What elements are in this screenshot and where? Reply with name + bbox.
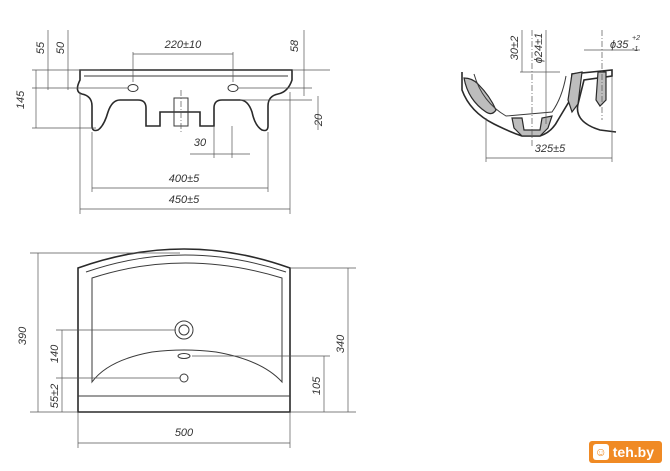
bowl-wall-bottom — [511, 115, 553, 137]
tap-hole-right — [227, 84, 239, 92]
dim-340: 340 — [290, 267, 356, 413]
dim-500: 500 — [77, 412, 291, 448]
dim-145: 145 — [15, 70, 96, 129]
dim-left-55-50: 55 50 — [32, 30, 128, 90]
dim-325: 325±5 — [485, 76, 613, 162]
drain-circle-inner — [178, 324, 190, 336]
dim-phi35-sup-top: +2 — [632, 35, 640, 42]
dim-340-label: 340 — [335, 334, 347, 353]
top-view-bowl — [91, 262, 283, 384]
dim-450: 450±5 — [79, 92, 291, 214]
dim-58-label: 58 — [289, 39, 301, 52]
dim-phi35-label: ϕ35 — [610, 39, 629, 51]
watermark-logo-icon: ☺ — [592, 444, 609, 460]
dim-55-top-label: 55±2 — [49, 384, 61, 408]
top-view: 390 140 55±2 340 105 — [17, 248, 356, 448]
tap-hole — [179, 373, 189, 383]
side-section-outline — [461, 69, 617, 137]
overflow-slot — [177, 353, 191, 359]
dim-55-label: 55 — [35, 41, 47, 54]
side-section-view: 30±2 ϕ24±1 ϕ35 +2 -1 325±5 — [461, 30, 640, 162]
tap-hole-left — [127, 84, 139, 92]
front-view-outline — [76, 69, 293, 132]
overflow-wall — [567, 71, 583, 114]
dim-105: 105 — [192, 355, 330, 412]
dim-30-front: 30 — [190, 126, 250, 158]
dim-390-label: 390 — [17, 326, 29, 345]
tap-wall — [595, 71, 607, 107]
dim-140: 140 — [49, 329, 180, 379]
dim-145-label: 145 — [15, 90, 27, 109]
watermark-text: teh.by — [612, 444, 654, 460]
dim-400: 400±5 — [91, 132, 269, 192]
bowl-wall-left — [463, 77, 497, 115]
watermark: ☺ teh.by — [588, 441, 662, 463]
dim-400-label: 400±5 — [169, 173, 200, 185]
dim-phi35: ϕ35 +2 -1 — [584, 35, 640, 53]
dim-20-label: 20 — [313, 113, 325, 127]
dim-phi24-label: ϕ24±1 — [533, 33, 545, 64]
dim-140-label: 140 — [49, 344, 61, 363]
dim-450-label: 450±5 — [169, 194, 200, 206]
dim-325-label: 325±5 — [535, 143, 566, 155]
bowl-inner-line — [473, 73, 567, 117]
dim-390: 390 — [17, 252, 180, 413]
dim-right-58-20: 58 20 — [238, 30, 330, 130]
dim-105-label: 105 — [311, 376, 323, 395]
dim-50-label: 50 — [55, 41, 67, 54]
dim-30-side: 30±2 — [509, 30, 560, 73]
dim-220: 220±10 — [132, 39, 234, 82]
dim-phi35-sup-bottom: -1 — [632, 46, 638, 53]
top-view-bowl-inner — [85, 254, 287, 273]
dim-220-label: 220±10 — [164, 39, 203, 51]
top-view-outer — [77, 248, 291, 413]
front-view: 220±10 55 50 145 58 20 — [15, 30, 330, 214]
dim-30-side-label: 30±2 — [509, 36, 521, 60]
dim-55-top: 55±2 — [49, 378, 63, 412]
dim-phi24: ϕ24±1 — [533, 30, 547, 124]
dim-30-front-label: 30 — [194, 137, 207, 149]
drain-circle-outer — [174, 320, 194, 340]
dim-500-label: 500 — [175, 427, 194, 439]
